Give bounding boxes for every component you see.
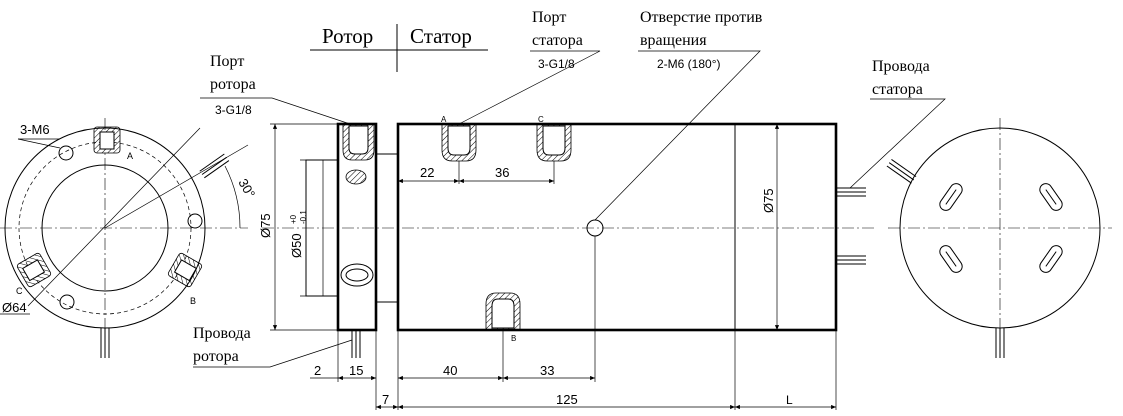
dim-2-label: 2 [314,363,321,378]
right-wires-upper-left [886,159,917,184]
rotor-wires-leader [193,339,353,368]
rotor-port-top [342,123,375,161]
stator-title: Статор [410,24,472,48]
left-holes-leader [17,138,61,149]
left-angle-arc [224,165,241,229]
antirot-spec: 2-M6 (180°) [657,57,721,71]
rotor-wires-label-1: Провода [193,325,251,342]
right-slot-lower-left [939,245,963,273]
flange-dia-label: Ø75 [258,213,273,238]
stator-port-b [485,292,521,331]
stator-port-b-letter: B [511,334,516,343]
antirot-label-1: Отверстие против [640,9,763,26]
right-slot-upper-left [939,183,963,211]
dim-40-label: 40 [443,363,457,378]
left-hole-upper [58,145,74,161]
left-port-b-letter: B [190,296,196,306]
stator-port-thread: 3-G1/8 [538,57,575,71]
rotor-port-thread: 3-G1/8 [215,103,252,117]
stator-port-c-letter: C [538,115,544,124]
right-slot-lower-right [1039,245,1063,273]
left-angle-label: 30° [235,176,258,201]
left-port-b [167,252,203,288]
rotor-port-label-1: Порт [210,53,244,70]
bore-tol-upper: +0 [289,214,298,224]
dim-7-label: 7 [382,392,389,407]
body-dia-label: Ø75 [761,188,776,213]
rotor-wire-oval [340,263,374,287]
stator-port-leader [458,50,601,125]
rotor-port-leader [200,97,351,125]
left-port-a [93,126,121,154]
stator-body [396,122,838,332]
right-end-view [886,118,1112,358]
bore-tol-lower: -0.1 [299,210,308,224]
dim-L-label: L [786,393,793,407]
stator-wires-label-1: Провода [872,58,930,75]
left-port-a-letter: A [127,151,133,161]
rotor-port-hatched-oval [345,169,367,185]
stator-port-a [441,123,477,162]
bore-dia-label: Ø50 [289,233,304,258]
dim-125-label: 125 [556,392,578,407]
stator-wires-leader [849,98,946,189]
stator-port-label-2: статора [532,32,583,49]
left-end-view: 3-M6 A B C 30° Ø64 [0,118,258,358]
rotor-title: Ротор [322,24,373,48]
stator-port-c [536,123,572,162]
dim-22-label: 22 [420,165,434,180]
antirot-leader [594,50,761,221]
stator-wires-label-2: статора [872,81,923,98]
right-slot-upper-right [1039,183,1063,211]
left-wires-bottom [100,328,110,358]
stator-port-a-letter: A [441,115,447,124]
left-diameter-leader [27,127,201,307]
left-wires-upper-right [199,153,230,179]
stator-wires-lower [836,255,866,265]
left-hole-lower [59,294,75,310]
antirot-label-2: вращения [640,32,707,49]
left-port-c-letter: C [16,286,23,296]
stator-wires-upper [836,187,866,197]
right-wires-bottom [995,328,1005,358]
rotor-port-label-2: ротора [210,76,256,93]
left-bolt-circle-label: Ø64 [2,300,27,315]
left-hole-right [187,213,203,229]
rotor-wire-oval-inner [345,268,369,282]
rotor-wires [351,330,361,358]
left-port-c [16,252,52,288]
left-holes-label: 3-M6 [20,122,50,137]
dim-15-label: 15 [349,363,363,378]
dim-36-label: 36 [495,165,509,180]
side-view: Ротор Статор [193,9,946,410]
rotor-wires-label-2: ротора [193,348,239,365]
dim-33-label: 33 [540,363,554,378]
stator-port-label-1: Порт [532,9,566,26]
